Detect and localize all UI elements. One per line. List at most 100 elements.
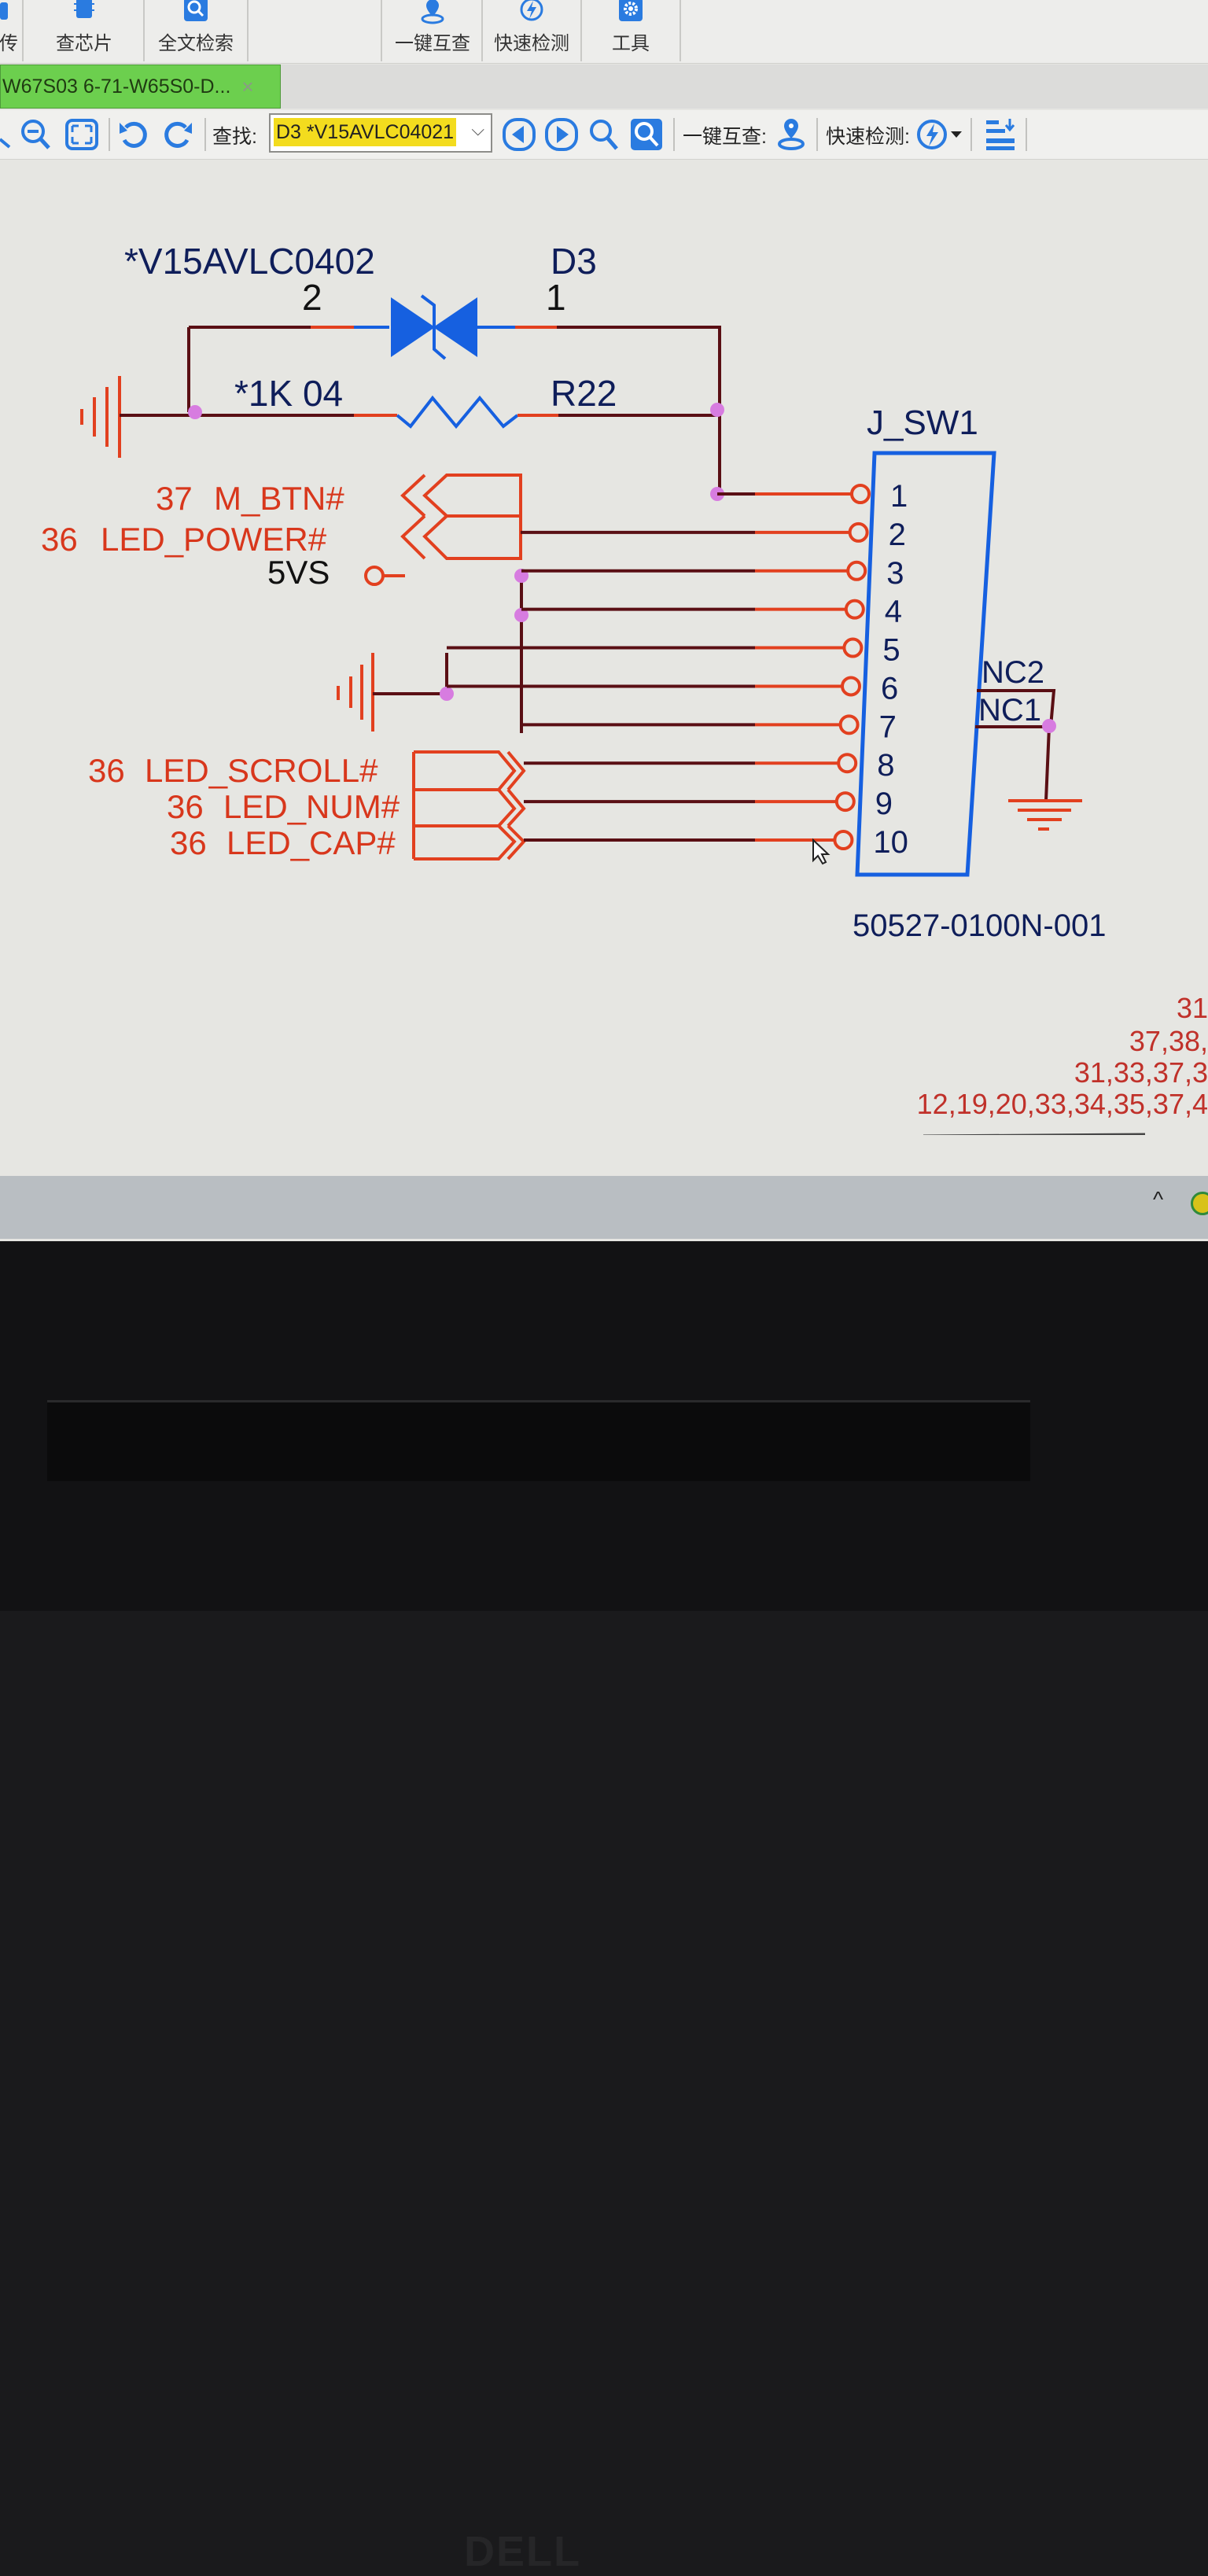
search-all-icon[interactable]: [629, 118, 664, 151]
zoom-out-icon[interactable]: [19, 118, 53, 151]
ribbon-quick-check-button[interactable]: 快速检测: [483, 0, 582, 61]
ribbon-mutual-check-label: 一键互查: [395, 33, 470, 54]
resistor-r22[interactable]: *1K 04 R22: [120, 373, 717, 429]
pin-terminal[interactable]: [844, 599, 865, 620]
power-label: 5VS: [267, 554, 330, 591]
dropdown-arrow-icon[interactable]: [948, 118, 964, 151]
next-result-icon[interactable]: [544, 118, 579, 151]
power-port: [364, 566, 385, 586]
net-label-page: 36: [41, 521, 78, 558]
diode-d3[interactable]: *V15AVLC0402 D3 2 1: [124, 241, 721, 493]
tray-chevron-icon[interactable]: ^: [1153, 1187, 1164, 1211]
net-label-led-cap[interactable]: 36 LED_CAP#: [170, 824, 526, 861]
toolbar-divider: [673, 118, 675, 151]
junction-dot: [188, 405, 202, 419]
dell-logo: DELL: [464, 2528, 581, 2575]
junction-dot: [514, 608, 528, 622]
pin-number-label: 3: [886, 556, 904, 591]
junction-dot: [1042, 719, 1056, 733]
pin-terminal[interactable]: [838, 714, 860, 735]
net-label-name: LED_SCROLL#: [145, 752, 378, 789]
offpage-connector: [414, 824, 526, 861]
find-label: 查找:: [212, 126, 257, 148]
sort-list-icon[interactable]: [983, 118, 1018, 151]
net-label-m-btn[interactable]: 37 M_BTN#: [156, 474, 522, 518]
diode-ref-label: D3: [551, 241, 597, 282]
page-ref: 31: [1177, 992, 1208, 1024]
redo-icon[interactable]: [160, 118, 195, 151]
power-5vs[interactable]: 5VS: [267, 554, 405, 591]
ground-symbol: [80, 376, 121, 458]
pin-terminal[interactable]: [837, 753, 858, 774]
toolbar-divider: [816, 118, 818, 151]
taskbar: ^: [0, 1176, 1208, 1239]
ribbon-fulltext-search-button[interactable]: 全文检索: [145, 0, 249, 61]
zoom-in-icon[interactable]: [0, 118, 13, 151]
nc-wire: [975, 689, 1056, 728]
pin-number-label: 10: [873, 825, 908, 860]
schematic-canvas[interactable]: *V15AVLC0402 D3 2 1 *1K 04 R22: [0, 160, 1208, 1137]
pin-terminal[interactable]: [850, 484, 871, 504]
ribbon-quick-check-label: 快速检测: [494, 33, 569, 54]
location-pin-icon[interactable]: [774, 118, 808, 151]
nc2-label: NC2: [982, 655, 1044, 690]
tvs-bar: [420, 294, 447, 360]
mouse-cursor-icon: [812, 838, 830, 865]
connector-ref-label: J_SW1: [867, 404, 978, 442]
pin-terminal[interactable]: [848, 521, 869, 543]
pin-number-label: 8: [877, 748, 894, 783]
ribbon-upload-label: 传: [0, 33, 18, 54]
undo-icon[interactable]: [116, 118, 151, 151]
pin-terminal[interactable]: [841, 676, 861, 697]
net-label-led-scroll[interactable]: 36 LED_SCROLL#: [88, 750, 526, 791]
pin-terminal[interactable]: [833, 830, 854, 850]
net-label-name: LED_CAP#: [226, 824, 396, 861]
net-label-page: 36: [167, 788, 204, 825]
ground-symbol: [1008, 799, 1082, 831]
net-label-led-num[interactable]: 36 LED_NUM#: [167, 752, 526, 859]
page-ref: 12,19,20,33,34,35,37,4: [917, 1088, 1208, 1120]
wire: [1044, 726, 1051, 802]
tray-app-icon[interactable]: [1191, 1192, 1208, 1215]
ribbon-upload-button[interactable]: 传: [0, 0, 24, 61]
document-tab-title: W67S03 6-71-W65S0-D...: [2, 75, 231, 98]
fit-view-icon[interactable]: [64, 118, 99, 151]
toolbar-divider: [970, 118, 972, 151]
search-doc-icon: [182, 0, 209, 24]
pin-terminal[interactable]: [834, 791, 856, 813]
laptop-hinge: [47, 1400, 1030, 1481]
junction-dot: [710, 403, 724, 417]
pin-number-label: 5: [882, 633, 900, 668]
net-label-led-power[interactable]: 36 LED_POWER#: [41, 514, 522, 560]
find-input[interactable]: D3 *V15AVLC04021: [274, 118, 457, 146]
pin-number-label: 2: [889, 518, 906, 552]
previous-result-icon[interactable]: [502, 118, 536, 151]
ribbon-tools-button[interactable]: 工具: [582, 0, 681, 61]
nc1-label: NC1: [978, 693, 1041, 728]
ribbon-chip-label: 查芯片: [56, 33, 112, 54]
ribbon-mutual-check-button[interactable]: 一键互查: [384, 0, 483, 61]
offpage-connector: [412, 752, 526, 859]
search-icon[interactable]: [587, 118, 621, 151]
connector-body: [855, 451, 996, 877]
gear-icon: [617, 0, 644, 24]
diode-pin-2-label: 2: [302, 277, 322, 318]
ground-symbol: [337, 653, 374, 732]
offpage-connector: [414, 750, 526, 791]
chevron-down-icon[interactable]: ⌵: [471, 120, 484, 139]
view-toolbar: 查找:: [0, 110, 1208, 160]
upload-icon: [0, 0, 22, 24]
chip-icon: [71, 0, 98, 24]
pin-terminal[interactable]: [846, 560, 867, 581]
find-combobox[interactable]: D3 *V15AVLC04021 ⌵: [269, 113, 492, 153]
connector-j-sw1[interactable]: J_SW1 50527-0100N-001 NC2 NC1 1234567891…: [447, 404, 1106, 943]
net-label-name: LED_NUM#: [223, 788, 400, 825]
close-tab-icon[interactable]: ×: [241, 74, 254, 98]
lightning-icon[interactable]: [915, 118, 950, 151]
ribbon-chip-button[interactable]: 查芯片: [25, 0, 145, 61]
screen: 传 查芯片 全文检索 一键互查 快速检测 工具 W67S03 6-71-W65S…: [0, 0, 1208, 1243]
document-tab[interactable]: W67S03 6-71-W65S0-D... ×: [0, 64, 281, 109]
toolbar-divider: [1026, 118, 1027, 151]
pin-terminal[interactable]: [842, 637, 864, 658]
divider-line: [923, 1133, 1146, 1137]
